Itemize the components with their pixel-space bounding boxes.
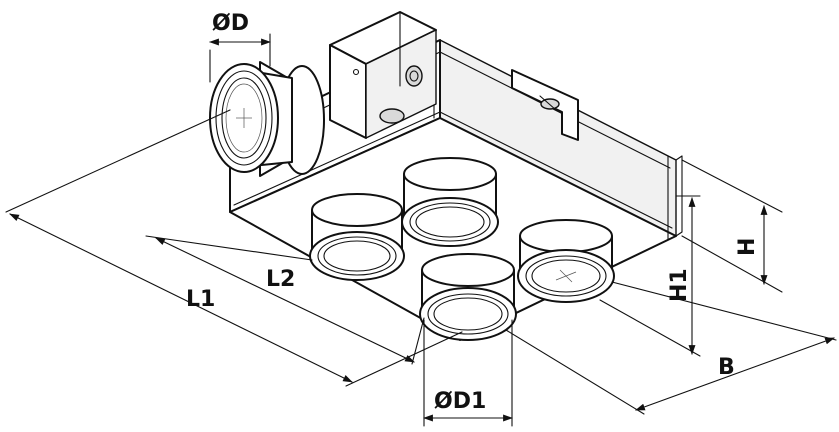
terminal-box <box>329 11 437 139</box>
dimension-d: ØD <box>209 11 271 83</box>
dimension-label-d: ØD <box>212 11 249 36</box>
dimension-b: B <box>505 281 837 415</box>
dimension-h1: H1 <box>599 195 701 357</box>
dimension-l2: L2 <box>145 235 425 365</box>
cable-gland-bottom <box>379 108 405 124</box>
dimension-label-d1: ØD1 <box>434 389 486 414</box>
dimension-label-h1: H1 <box>667 268 692 302</box>
cable-gland <box>405 65 423 87</box>
outlet-spigot <box>309 193 405 281</box>
dimension-h: H <box>681 159 783 293</box>
outlet-spigot <box>517 219 615 303</box>
outlet-spigot <box>401 157 499 247</box>
dimension-label-b: B <box>718 355 735 380</box>
dimension-label-h: H <box>735 238 760 256</box>
inlet-spigot <box>209 61 325 177</box>
outlet-spigot <box>419 253 517 341</box>
mounting-bracket <box>511 69 579 141</box>
dimension-d1: ØD1 <box>423 319 513 427</box>
dimension-label-l2: L2 <box>266 267 295 292</box>
dimension-label-l1: L1 <box>186 287 215 312</box>
